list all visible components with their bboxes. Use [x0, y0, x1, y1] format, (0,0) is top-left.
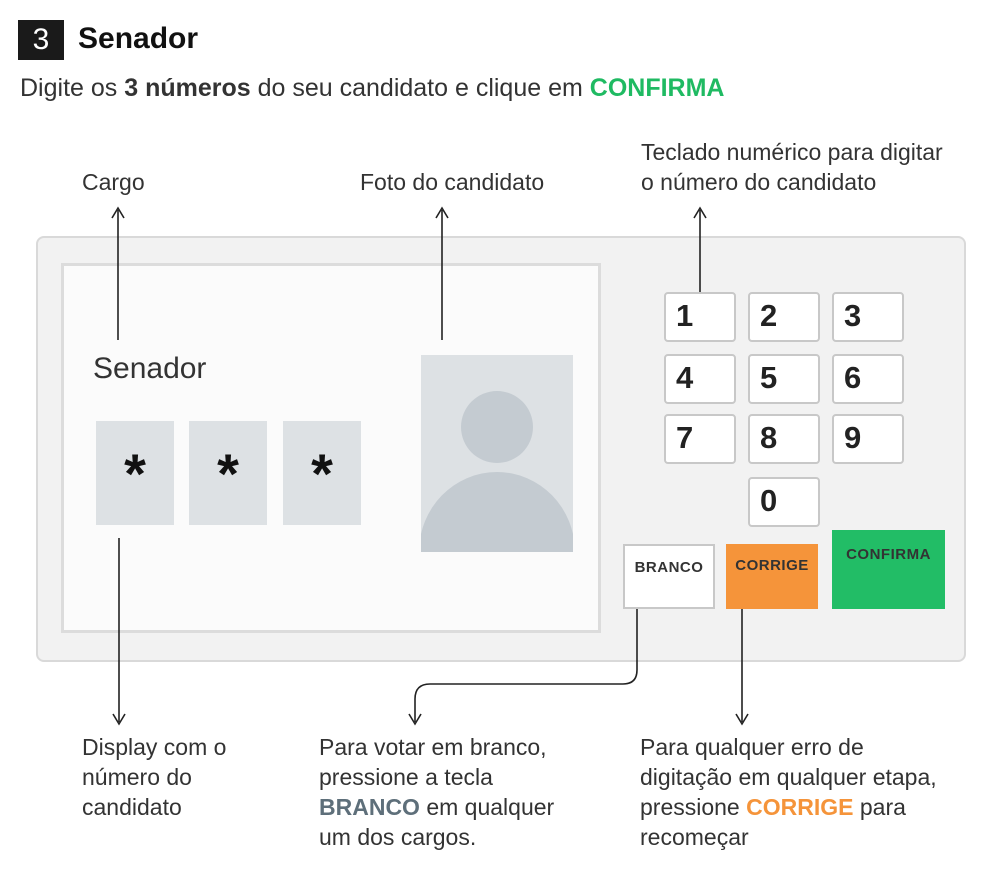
- branco-explanation: Para votar em branco, pressione a tecla …: [319, 734, 555, 850]
- key-4[interactable]: 4: [664, 354, 736, 404]
- display-label: Display com o número do candidato: [82, 734, 227, 820]
- digit-box-1: *: [96, 421, 174, 525]
- confirma-button[interactable]: CONFIRMA: [832, 530, 945, 609]
- teclado-label: Teclado numérico para digitar o número d…: [641, 139, 943, 195]
- teclado-arrow-head: [693, 206, 707, 219]
- corrige-button[interactable]: CORRIGE: [726, 544, 818, 609]
- candidate-photo-placeholder: [421, 355, 573, 552]
- foto-arrow-head: [435, 206, 449, 219]
- key-7[interactable]: 7: [664, 414, 736, 464]
- cargo-label: Cargo: [82, 169, 145, 195]
- cargo-arrow-head: [111, 206, 125, 219]
- display-arrow-head: [112, 713, 126, 726]
- digit-box-2: *: [189, 421, 267, 525]
- person-silhouette-icon: [421, 391, 573, 552]
- key-9[interactable]: 9: [832, 414, 904, 464]
- key-8[interactable]: 8: [748, 414, 820, 464]
- branco-button[interactable]: BRANCO: [623, 544, 715, 609]
- key-5[interactable]: 5: [748, 354, 820, 404]
- screen-cargo-text: Senador: [93, 352, 207, 385]
- branco-arrow-line: [414, 609, 638, 722]
- key-1[interactable]: 1: [664, 292, 736, 342]
- branco-arrow-head: [408, 713, 422, 726]
- step-title: Senador: [78, 22, 199, 55]
- foto-label: Foto do candidato: [360, 169, 545, 195]
- step-number-badge: 3: [18, 20, 64, 60]
- digit-box-3: *: [283, 421, 361, 525]
- key-0[interactable]: 0: [748, 477, 820, 527]
- key-6[interactable]: 6: [832, 354, 904, 404]
- key-3[interactable]: 3: [832, 292, 904, 342]
- corrige-arrow-head: [735, 713, 749, 726]
- key-2[interactable]: 2: [748, 292, 820, 342]
- corrige-explanation: Para qualquer erro de digitação em qualq…: [640, 734, 937, 850]
- instruction-text: Digite os 3 números do seu candidato e c…: [20, 74, 725, 102]
